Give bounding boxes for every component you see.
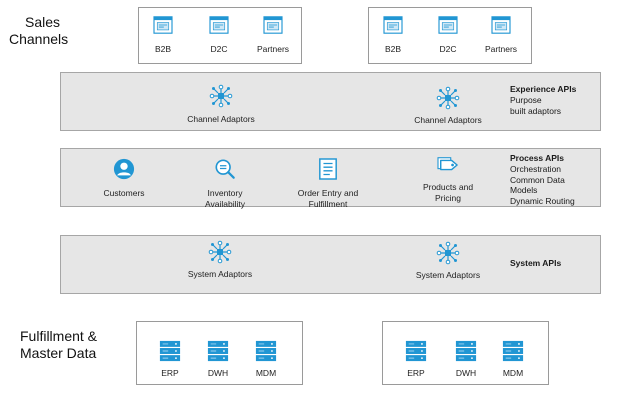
- window-icon: [153, 16, 173, 34]
- sales-channels-label: Sales Channels: [9, 14, 68, 48]
- process-api-title: Process APIs: [510, 153, 565, 163]
- sales-channels-line-1: Sales: [25, 14, 61, 30]
- process-item-customers[interactable]: Customers: [96, 158, 152, 199]
- datastore-label: ERP: [407, 368, 425, 378]
- customer-icon: [113, 158, 135, 180]
- channel-d2c-left[interactable]: D2C: [200, 16, 238, 55]
- process-api-line: Orchestration: [510, 164, 562, 174]
- adaptor-label: System Adaptors: [187, 269, 253, 279]
- experience-api-line: Purpose: [510, 95, 542, 105]
- adaptor-label: System Adaptors: [415, 270, 481, 280]
- channel-b2b-left[interactable]: B2B: [144, 16, 182, 55]
- process-item-label: Inventory: [207, 188, 243, 198]
- channel-d2c-right[interactable]: D2C: [429, 16, 467, 55]
- process-item-label: Products and: [422, 182, 474, 192]
- datastores-box-left: ERP DWH MDM: [136, 321, 303, 385]
- process-item-label: Pricing: [435, 192, 461, 203]
- datastores-box-right: ERP DWH MDM: [382, 321, 549, 385]
- datastore-label: MDM: [502, 368, 524, 378]
- experience-api-band: [60, 72, 601, 131]
- sales-channels-box-right: B2B D2C Partners: [368, 7, 532, 64]
- datastore-label: DWH: [455, 368, 477, 378]
- window-icon: [438, 16, 458, 34]
- hub-icon: [208, 240, 232, 264]
- system-api-title: System APIs: [510, 258, 562, 268]
- channel-label: D2C: [439, 44, 457, 54]
- datastore-erp-left[interactable]: ERP: [153, 340, 187, 379]
- channel-adaptors-left[interactable]: Channel Adaptors: [175, 84, 267, 125]
- process-item-order-entry[interactable]: Order Entry and Fulfillment: [292, 158, 364, 209]
- hub-icon: [209, 84, 233, 108]
- hub-icon: [436, 241, 460, 265]
- window-icon: [491, 16, 511, 34]
- channel-label: B2B: [154, 44, 172, 54]
- channel-adaptors-right[interactable]: Channel Adaptors: [402, 86, 494, 126]
- datastore-mdm-right[interactable]: MDM: [496, 340, 530, 379]
- process-api-line: Models: [510, 185, 538, 195]
- datastore-dwh-left[interactable]: DWH: [201, 340, 235, 379]
- fulfillment-line-2: Master Data: [20, 345, 97, 361]
- process-item-label: Customers: [103, 188, 145, 198]
- channel-partners-left[interactable]: Partners: [251, 16, 295, 55]
- adaptor-label: Channel Adaptors: [187, 114, 255, 124]
- system-api-band: [60, 235, 601, 294]
- inventory-search-icon: [215, 159, 235, 179]
- process-item-label: Order Entry and: [297, 188, 359, 198]
- window-icon: [263, 16, 283, 34]
- fulfillment-label: Fulfillment & Master Data: [20, 328, 97, 362]
- experience-api-title: Experience APIs: [510, 84, 577, 94]
- process-api-description: Process APIs Orchestration Common Data M…: [510, 153, 575, 206]
- fulfillment-line-1: Fulfillment &: [20, 328, 98, 344]
- system-adaptors-left[interactable]: System Adaptors: [174, 240, 266, 280]
- sales-channels-line-2: Channels: [9, 31, 69, 47]
- datastore-mdm-left[interactable]: MDM: [249, 340, 283, 379]
- process-api-line: Common Data: [510, 174, 565, 185]
- channel-label: D2C: [210, 44, 228, 54]
- system-adaptors-right[interactable]: System Adaptors: [402, 241, 494, 281]
- datastore-label: MDM: [255, 368, 277, 378]
- hub-icon: [436, 86, 460, 110]
- channel-label: B2B: [384, 44, 402, 54]
- process-item-label: Availability: [204, 198, 245, 209]
- process-item-products[interactable]: Products and Pricing: [413, 155, 483, 203]
- datastore-label: ERP: [161, 368, 179, 378]
- datastore-erp-right[interactable]: ERP: [399, 340, 433, 379]
- server-icon: [207, 340, 229, 362]
- server-icon: [502, 340, 524, 362]
- channel-b2b-right[interactable]: B2B: [374, 16, 412, 55]
- datastore-dwh-right[interactable]: DWH: [449, 340, 483, 379]
- server-icon: [255, 340, 277, 362]
- experience-api-description: Experience APIs Purpose built adaptors: [510, 84, 576, 116]
- datastore-label: DWH: [207, 368, 229, 378]
- sales-channels-box-left: B2B D2C Partners: [138, 7, 302, 64]
- price-tag-icon: [437, 157, 458, 171]
- channel-label: Partners: [256, 44, 290, 54]
- channel-label: Partners: [484, 44, 518, 54]
- adaptor-label: Channel Adaptors: [414, 115, 482, 125]
- window-icon: [383, 16, 403, 34]
- system-api-description: System APIs: [510, 258, 561, 269]
- server-icon: [159, 340, 181, 362]
- process-item-inventory[interactable]: Inventory Availability: [190, 158, 260, 209]
- process-item-label: Fulfillment: [308, 198, 348, 209]
- process-api-line: Dynamic Routing: [510, 195, 575, 206]
- experience-api-line: built adaptors: [510, 105, 562, 116]
- window-icon: [209, 16, 229, 34]
- server-icon: [455, 340, 477, 362]
- document-list-icon: [319, 158, 337, 180]
- server-icon: [405, 340, 427, 362]
- channel-partners-right[interactable]: Partners: [479, 16, 523, 55]
